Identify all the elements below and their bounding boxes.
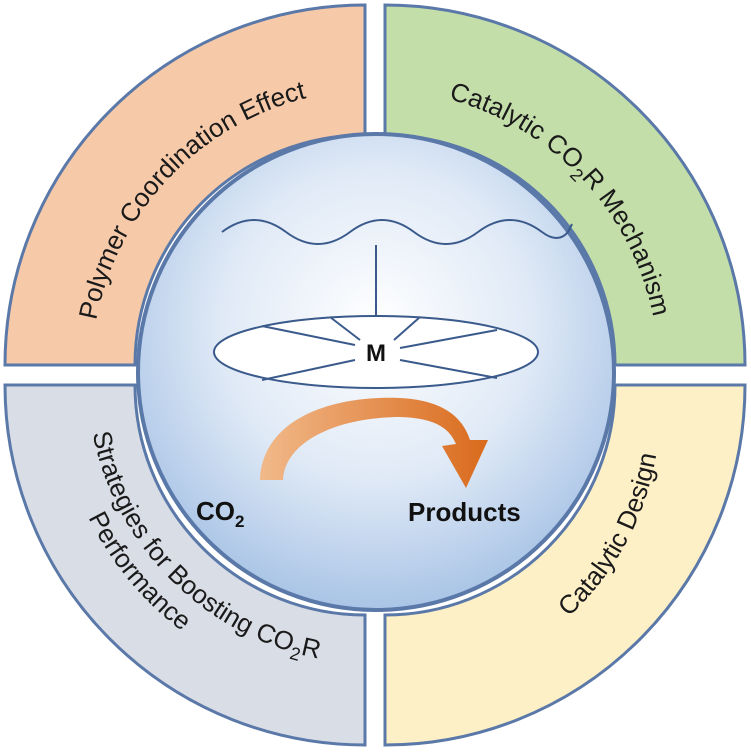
quadrant-top-left xyxy=(3,3,367,367)
quadrant-bottom-right xyxy=(383,383,747,747)
polymer-chain-wave xyxy=(221,219,569,245)
quadrant-top-right xyxy=(383,3,747,367)
polymer-chain-tail xyxy=(567,223,573,233)
reaction-arrow xyxy=(260,397,488,488)
product-label: Products xyxy=(408,497,521,527)
reactant-label: CO2 xyxy=(196,496,244,531)
metal-center-label: M xyxy=(366,340,386,367)
quadrant-bottom-left xyxy=(3,383,367,747)
macrocycle-spokes xyxy=(261,316,498,381)
